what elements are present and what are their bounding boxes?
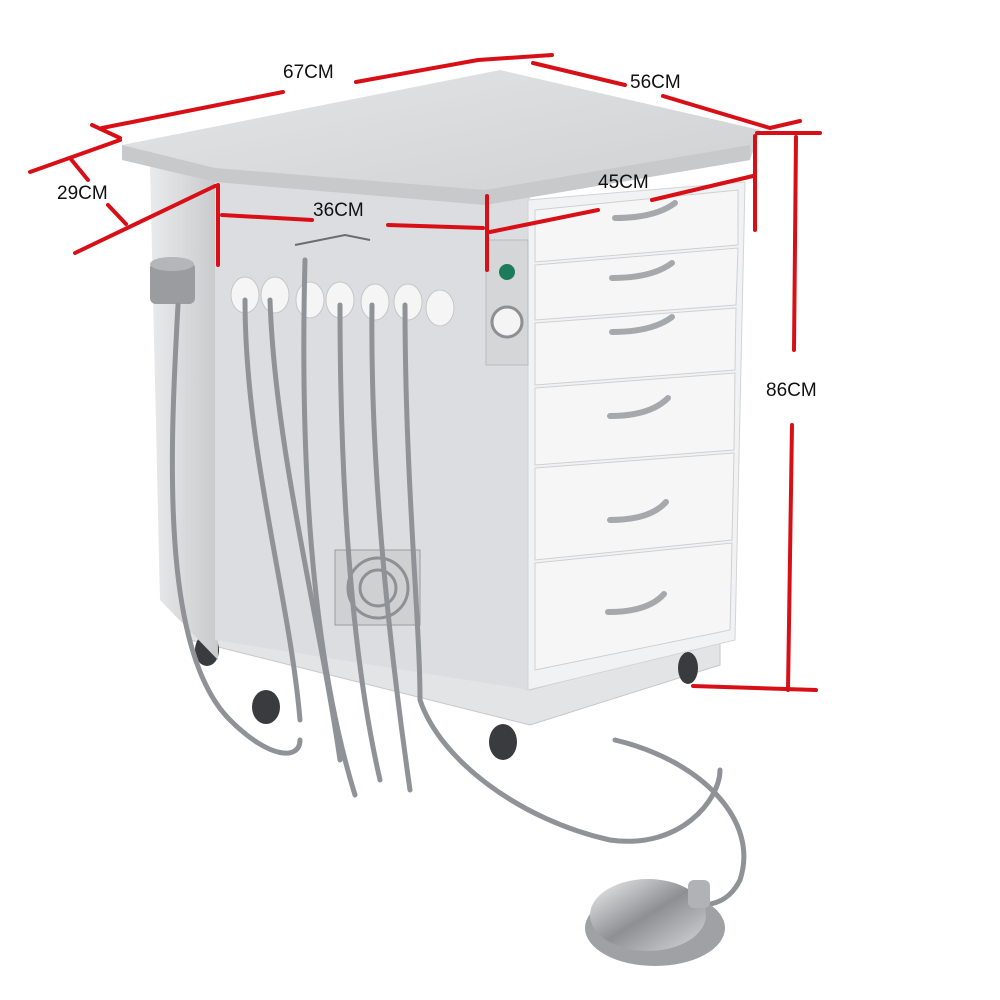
drawer-cabinet	[527, 181, 746, 691]
master-switch-icon	[499, 264, 515, 280]
drawer-handle	[605, 200, 678, 615]
dimension-label-side-depth: 29CM	[57, 183, 108, 204]
countertop	[122, 70, 760, 205]
instrument-hoses	[169, 257, 747, 908]
drawer	[534, 189, 739, 671]
dimension-label-height: 86CM	[766, 380, 817, 401]
foot-pedal	[585, 879, 725, 966]
control-panel	[485, 239, 529, 366]
air-syringe-tip	[294, 233, 371, 246]
dimension-label-depth-top: 56CM	[630, 72, 681, 93]
left-side-panel	[150, 165, 218, 660]
dimension-lines	[28, 53, 822, 692]
dimension-label-width-top: 67CM	[283, 62, 334, 83]
dimension-label-drawer-width: 45CM	[598, 172, 649, 193]
cup-holder	[150, 257, 195, 304]
air-pressure-gauge-icon	[490, 305, 524, 339]
dimension-label-front-panel: 36CM	[313, 200, 364, 221]
